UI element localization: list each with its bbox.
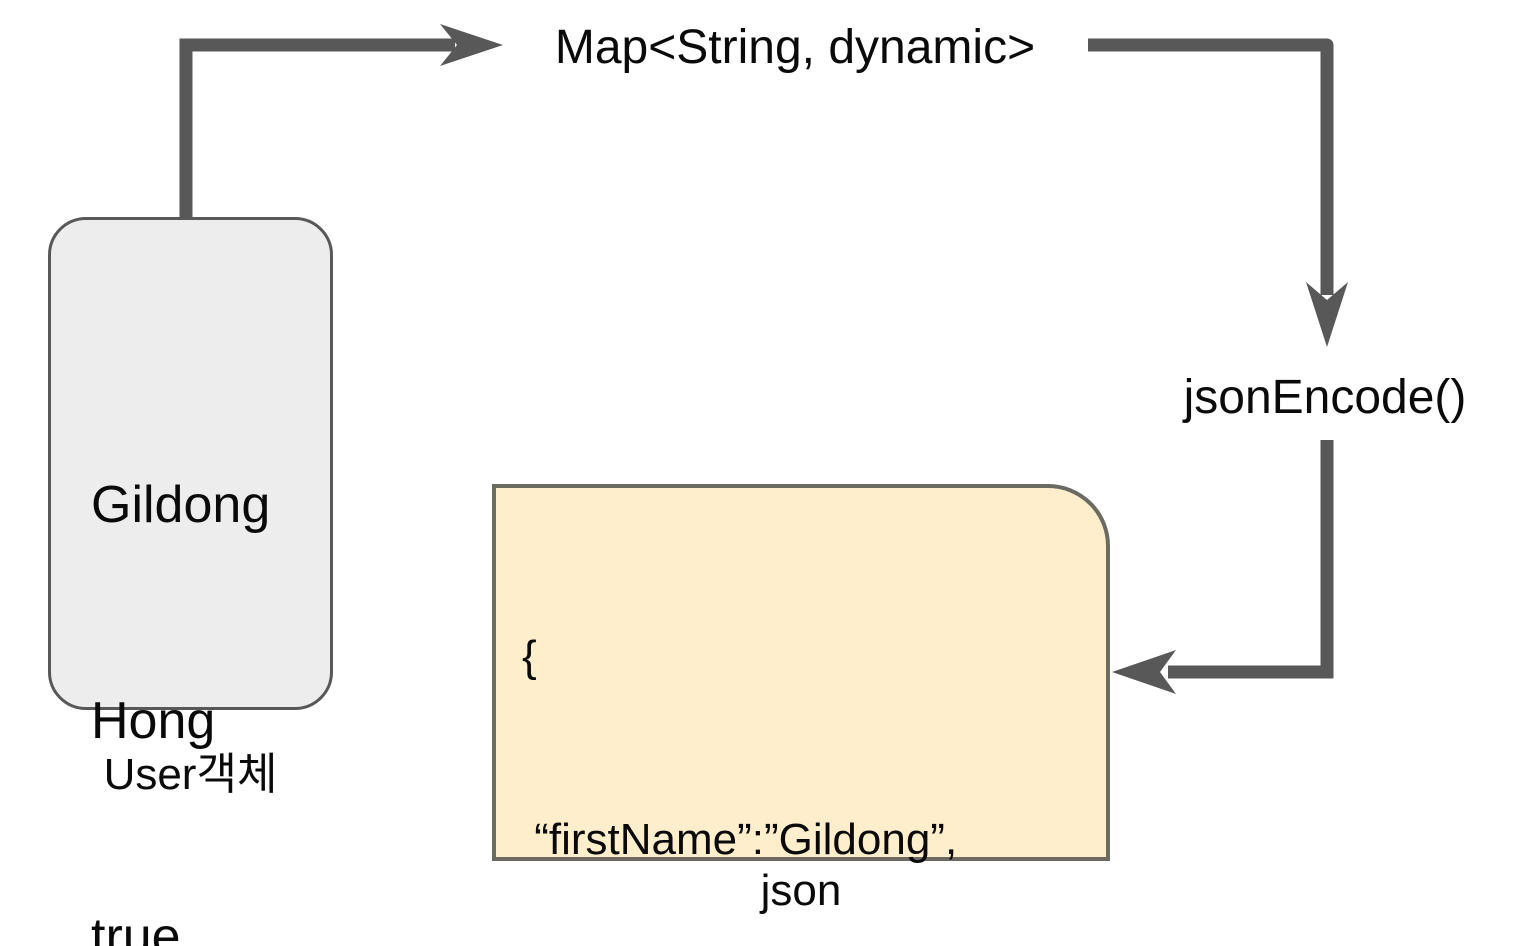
edge-encode-to-json-line bbox=[1168, 440, 1334, 679]
edge-user-to-map-arrowhead bbox=[440, 24, 503, 66]
edge-map-to-encode bbox=[1088, 38, 1348, 347]
edge-encode-to-json-arrowhead bbox=[1112, 650, 1176, 694]
json-line-open-brace: { bbox=[522, 632, 537, 681]
json-note-caption: json bbox=[760, 866, 842, 915]
edge-encode-to-json bbox=[1112, 440, 1334, 694]
edge-label-map-string-dynamic: Map<String, dynamic> bbox=[554, 21, 1036, 74]
user-object-node[interactable]: Gildong Hong true 21 bbox=[48, 217, 333, 946]
json-note-body: { “firstName”:”Gildong”, “lastName”:”Hon… bbox=[522, 504, 957, 946]
json-line-first-name: “firstName”:”Gildong”, bbox=[522, 815, 958, 864]
user-field-first-name: Gildong bbox=[91, 476, 271, 534]
edge-map-to-encode-arrowhead bbox=[1306, 282, 1348, 347]
user-field-is-active: true bbox=[91, 908, 181, 946]
user-object-caption: User객체 bbox=[103, 750, 278, 799]
user-field-last-name: Hong bbox=[91, 692, 216, 750]
user-object-fields: Gildong Hong true 21 bbox=[91, 325, 270, 946]
edge-user-to-map-line bbox=[179, 38, 455, 217]
edge-user-to-map bbox=[179, 24, 503, 217]
edge-label-json-encode: jsonEncode() bbox=[1183, 371, 1467, 424]
json-note-node[interactable]: { “firstName”:”Gildong”, “lastName”:”Hon… bbox=[492, 484, 1110, 864]
edge-map-to-encode-line bbox=[1088, 38, 1334, 295]
